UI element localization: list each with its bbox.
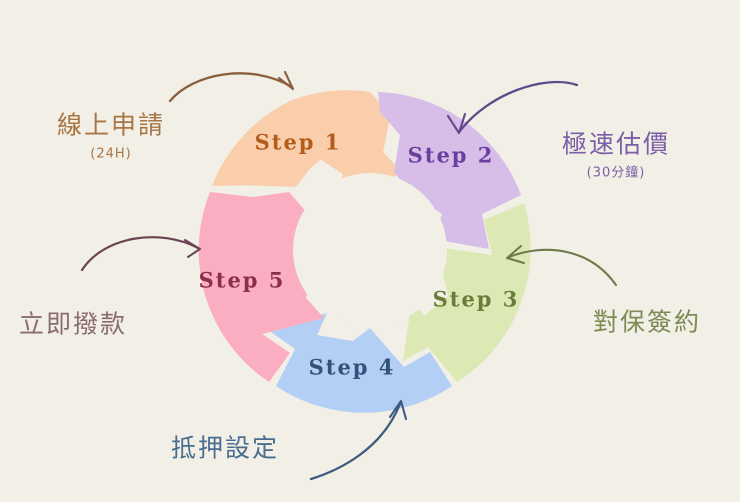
donut-center-hole [293, 173, 447, 327]
outer-label-step-1-main: 線上申請 [56, 110, 166, 140]
outer-label-step-5: 立即撥款 [19, 308, 127, 339]
outer-label-step-2-main: 極速估價 [561, 129, 671, 159]
outer-label-step-3: 對保簽約 [593, 306, 701, 337]
outer-label-step-3-main: 對保簽約 [592, 307, 702, 337]
segment-step-3[interactable] [403, 203, 531, 382]
outer-label-step-2: 極速估價 (30分鐘) [562, 128, 670, 182]
arrow-to-step-3 [506, 245, 618, 287]
arrow-to-step-2 [446, 80, 579, 135]
arrow-to-step-1 [168, 70, 295, 103]
outer-label-step-2-sub: (30分鐘) [586, 165, 646, 181]
outer-label-step-4: 抵押設定 [171, 432, 279, 463]
arrow-to-step-4 [309, 399, 408, 481]
segment-step-2[interactable] [378, 92, 521, 249]
outer-label-step-4-main: 抵押設定 [170, 433, 280, 463]
segment-step-5[interactable] [198, 192, 324, 382]
segment-step-4[interactable] [268, 313, 452, 413]
outer-label-step-1-sub: (24H) [90, 146, 132, 162]
arrow-to-step-5 [80, 236, 201, 272]
outer-label-step-1: 線上申請 (24H) [57, 109, 165, 163]
outer-label-step-5-main: 立即撥款 [18, 309, 128, 339]
